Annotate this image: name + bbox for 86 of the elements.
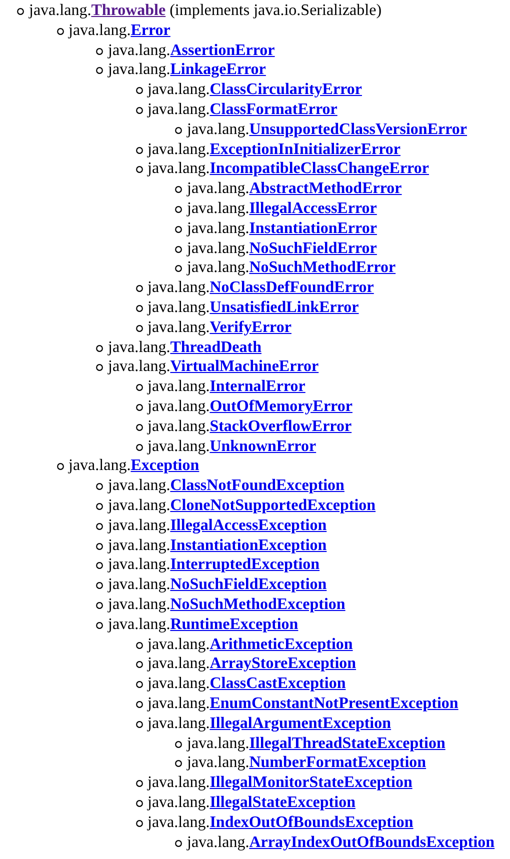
class-link: IllegalMonitorStateException [210,774,412,792]
class-path: java.lang.UnsatisfiedLinkError [148,299,359,317]
class-path: java.lang.NoSuchMethodError [187,259,396,278]
class-path: java.lang.Throwable (implements java.io.Serializable) [29,2,382,20]
class-path: java.lang.InternalError [148,378,306,396]
class-link: IllegalStateException [210,794,356,811]
class-link: IncompatibleClassChangeError [210,160,429,178]
class-link: UnknownError [210,438,316,455]
class-path: java.lang.AssertionError [108,42,275,60]
class-link: OutOfMemoryError [210,398,352,415]
class-path: java.lang.VerifyError [148,318,292,337]
class-link: VerifyError [210,318,292,336]
class-path: java.lang.EnumConstantNotPresentException [148,695,458,713]
class-link: LinkageError [170,61,266,78]
class-path: java.lang.InstantiationException [108,536,327,555]
class-path: java.lang.NoClassDefFoundError [148,279,374,298]
class-link: IllegalAccessException [170,516,327,534]
class-link: Exception [130,457,200,474]
class-link: IllegalAccessError [249,200,377,217]
class-path: java.lang.InstantiationError [187,220,377,238]
class-path: java.lang.IllegalMonitorStateException [148,774,412,792]
class-path: java.lang.CloneNotSupportedException [108,497,376,515]
class-link: StackOverflowError [210,418,352,435]
class-link: UnsatisfiedLinkError [210,299,359,316]
class-link: ArrayStoreException [210,655,356,672]
class-path: java.lang.UnsupportedClassVersionError [187,120,468,139]
class-link: VirtualMachineError [170,358,319,376]
class-path: java.lang.ArithmeticException [148,636,353,654]
class-path: java.lang.ThreadDeath [108,338,262,357]
class-path: java.lang.NoSuchFieldError [187,240,377,258]
class-path: java.lang.NoSuchMethodException [108,596,346,614]
class-link: InternalError [210,378,306,396]
class-link: ClassFormatError [210,101,338,118]
class-path: java.lang.NumberFormatException [187,754,426,772]
class-link: NoSuchMethodError [249,259,396,276]
class-path: java.lang.ArrayStoreException [148,655,356,674]
class-link: NoClassDefFoundError [210,279,374,296]
class-link: CloneNotSupportedException [170,497,376,514]
class-path: java.lang.IllegalThreadStateException [187,734,446,753]
class-path: java.lang.IllegalAccessException [108,516,327,535]
class-link: UnsupportedClassVersionError [249,120,468,138]
class-path: java.lang.Error [68,22,170,40]
class-link: InterruptedException [170,556,320,574]
class-link: ClassCastException [210,675,346,692]
class-link: IllegalArgumentException [210,714,392,732]
class-link: NoSuchMethodException [170,596,346,613]
class-link: NumberFormatException [249,754,426,772]
class-link: InstantiationError [249,220,377,237]
class-link: IndexOutOfBoundsException [210,814,414,831]
class-link: Error [130,22,170,39]
class-path: java.lang.NoSuchFieldException [108,576,327,594]
class-link: ArrayIndexOutOfBoundsException [249,834,495,851]
class-link: ClassCircularityError [210,81,362,98]
class-path: java.lang.IllegalAccessError [187,200,377,218]
class-path: java.lang.IncompatibleClassChangeError [148,160,429,178]
class-link: RuntimeException [170,616,298,633]
class-link: NoSuchFieldError [249,240,377,257]
class-path: java.lang.AbstractMethodError [187,180,402,198]
class-path: java.lang.ClassCastException [148,675,346,694]
class-path: java.lang.ClassFormatError [148,101,338,119]
class-path: java.lang.Exception [68,457,200,476]
class-link: Throwable [91,2,166,19]
class-link: IllegalThreadStateException [249,734,446,752]
class-path: java.lang.IndexOutOfBoundsException [148,814,414,832]
class-link: ArithmeticException [210,636,353,653]
class-path: java.lang.ArrayIndexOutOfBoundsException [187,834,495,852]
class-link: ThreadDeath [170,338,262,356]
class-path: java.lang.OutOfMemoryError [148,398,352,416]
class-link: ExceptionInInitializerError [210,140,400,158]
class-path: java.lang.StackOverflowError [148,418,352,436]
class-path: java.lang.UnknownError [148,438,316,456]
class-path: java.lang.ClassNotFoundException [108,477,344,496]
class-path: java.lang.LinkageError [108,61,266,80]
class-link: EnumConstantNotPresentException [210,695,458,712]
class-path: java.lang.VirtualMachineError [108,358,319,376]
class-link: AbstractMethodError [249,180,402,198]
class-link: AssertionError [170,42,275,59]
class-link: NoSuchFieldException [170,576,327,594]
class-link: ClassNotFoundException [170,477,344,494]
class-path: java.lang.ExceptionInInitializerError [148,140,400,159]
class-path: java.lang.RuntimeException [108,616,298,634]
class-path: java.lang.IllegalArgumentException [148,714,392,733]
class-path: java.lang.IllegalStateException [148,794,356,812]
class-path: java.lang.ClassCircularityError [148,81,362,100]
class-link: InstantiationException [170,536,327,554]
class-path: java.lang.InterruptedException [108,556,320,574]
